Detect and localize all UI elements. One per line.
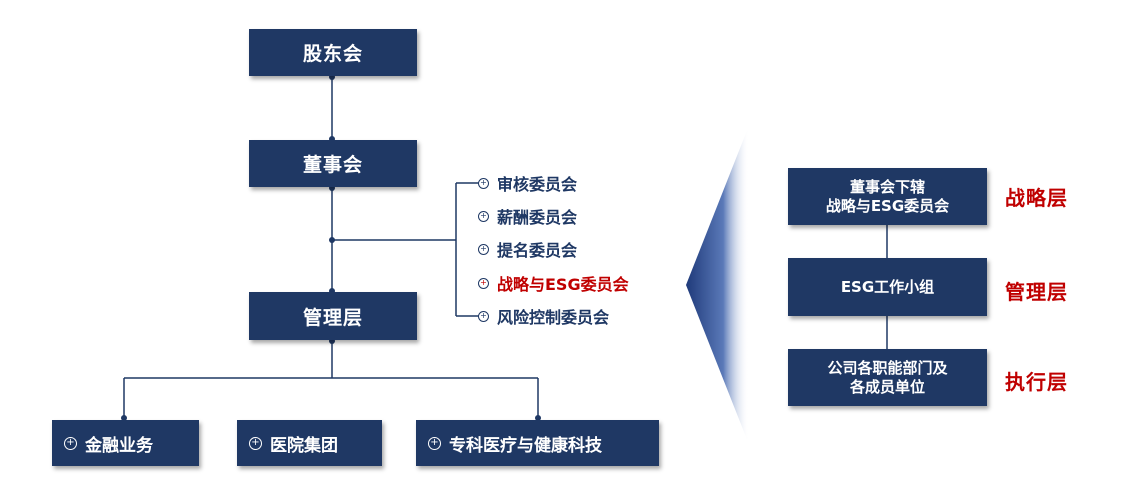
layer-label: 执行层 xyxy=(1005,370,1068,394)
business-unit-box: + 专科医疗与健康科技 xyxy=(416,420,659,466)
esg-level-line2: 战略与ESG委员会 xyxy=(825,196,950,215)
expand-icon: + xyxy=(64,436,77,450)
business-unit-box: + 金融业务 xyxy=(52,420,199,466)
expand-icon: + xyxy=(428,436,441,450)
shareholders-label: 股东会 xyxy=(302,43,363,65)
business-unit-label: 金融业务 xyxy=(85,435,153,456)
arrow-triangle xyxy=(686,128,748,442)
business-unit-box: + 医院集团 xyxy=(237,420,382,466)
committee-label: 薪酬委员会 xyxy=(497,208,578,227)
committee-item: + 提名委员会 xyxy=(478,238,577,260)
esg-level-box: 董事会下辖 战略与ESG委员会 xyxy=(788,168,987,225)
layer-label: 战略层 xyxy=(1005,186,1068,210)
committee-label: 风险控制委员会 xyxy=(497,308,610,327)
committee-item: + 审核委员会 xyxy=(478,172,577,194)
esg-level-line1: 董事会下辖 xyxy=(849,177,925,196)
committee-item: + 风险控制委员会 xyxy=(478,305,609,327)
expand-icon: + xyxy=(478,210,489,222)
committee-label: 提名委员会 xyxy=(497,241,578,260)
management-label: 管理层 xyxy=(302,306,363,329)
shareholders-box: 股东会 xyxy=(249,29,417,76)
esg-level-line2: 各成员单位 xyxy=(849,377,925,396)
committee-item: + 薪酬委员会 xyxy=(478,205,577,227)
expand-icon: + xyxy=(478,243,489,255)
expand-icon: + xyxy=(249,436,262,450)
esg-level-line1: ESG工作小组 xyxy=(840,277,935,296)
management-box: 管理层 xyxy=(249,292,417,340)
expand-icon: + xyxy=(478,177,489,189)
layer-label: 管理层 xyxy=(1005,280,1068,304)
expand-icon: + xyxy=(478,277,489,289)
committee-label: 审核委员会 xyxy=(497,175,578,194)
committee-item-highlighted: + 战略与ESG委员会 xyxy=(478,272,629,294)
esg-level-box: ESG工作小组 xyxy=(788,258,987,316)
board-label: 董事会 xyxy=(302,154,363,176)
esg-level-box: 公司各职能部门及 各成员单位 xyxy=(788,349,987,406)
board-box: 董事会 xyxy=(249,140,417,187)
committee-label: 战略与ESG委员会 xyxy=(497,275,629,294)
business-unit-label: 专科医疗与健康科技 xyxy=(449,435,602,456)
business-unit-label: 医院集团 xyxy=(270,435,338,456)
expand-icon: + xyxy=(478,310,489,322)
esg-level-line1: 公司各职能部门及 xyxy=(827,358,948,377)
